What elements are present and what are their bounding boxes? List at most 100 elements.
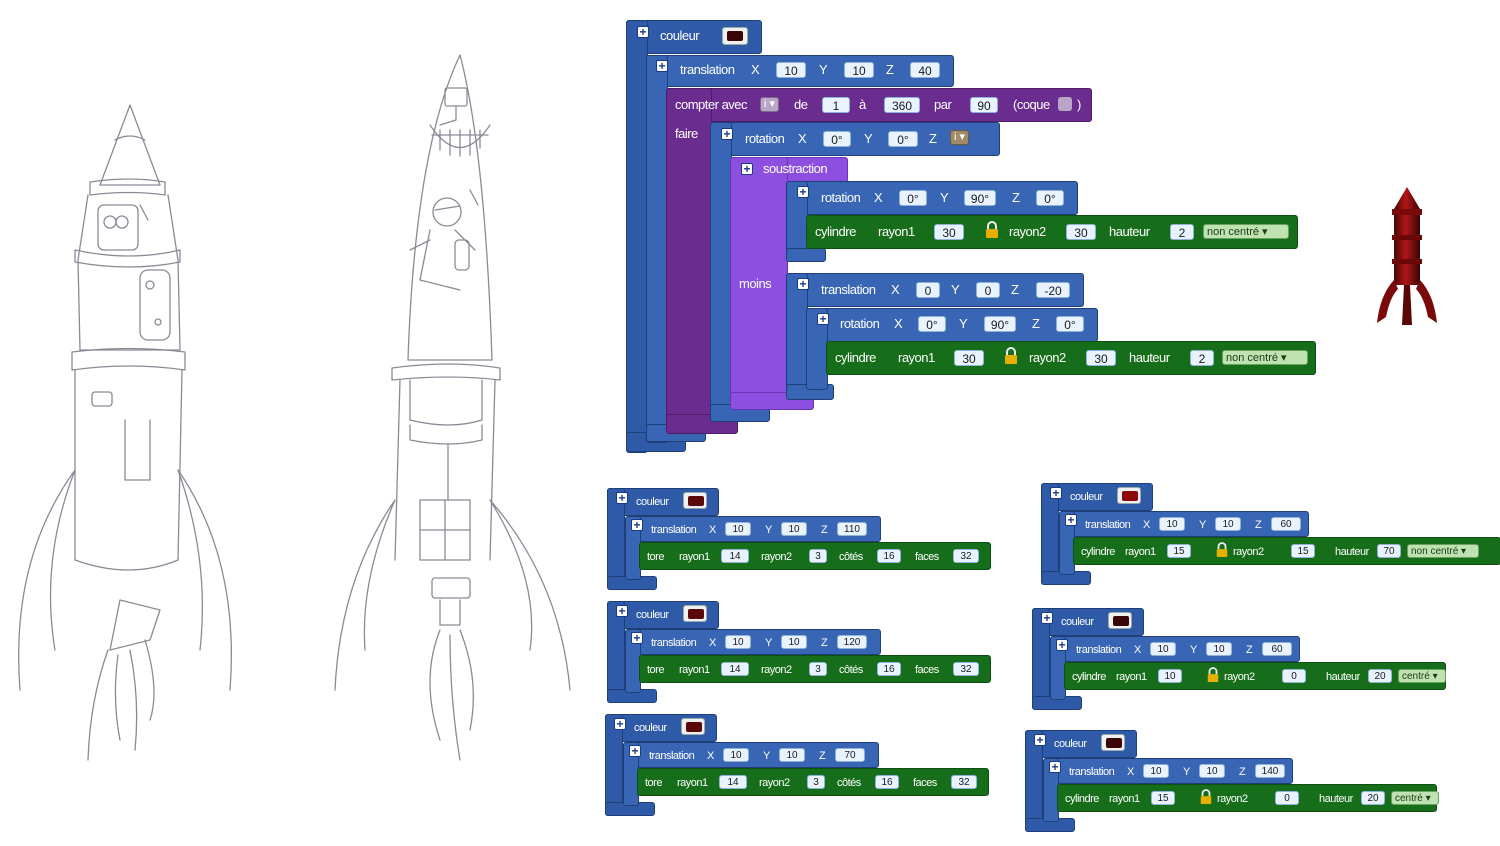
cyl-param-input[interactable]: 0: [1275, 791, 1299, 805]
expand-plus-icon[interactable]: +: [631, 519, 643, 531]
coord-input[interactable]: 10: [1206, 642, 1232, 656]
coord-input[interactable]: 10: [781, 522, 807, 536]
rotation-x-input[interactable]: 0°: [918, 316, 946, 332]
expand-plus-icon[interactable]: +: [797, 186, 809, 198]
cyl-param-input[interactable]: 20: [1361, 791, 1385, 805]
color-swatch[interactable]: [1101, 734, 1125, 751]
translation-z-input[interactable]: -20: [1036, 282, 1070, 298]
translation-block[interactable]: [1050, 636, 1300, 662]
tore-param-input[interactable]: 32: [953, 662, 979, 676]
coord-input[interactable]: 60: [1271, 517, 1301, 531]
lock-icon[interactable]: [1206, 667, 1220, 683]
tore-param-input[interactable]: 14: [719, 775, 747, 789]
rayon2-input[interactable]: 30: [1066, 224, 1096, 240]
coord-input[interactable]: 10: [779, 748, 805, 762]
expand-plus-icon[interactable]: +: [1056, 639, 1068, 651]
coord-input[interactable]: 10: [1150, 642, 1176, 656]
rotation-block[interactable]: [786, 181, 1078, 215]
tore-param-input[interactable]: 16: [877, 662, 901, 676]
lock-icon[interactable]: [1199, 789, 1213, 805]
tore-param-input[interactable]: 32: [951, 775, 977, 789]
expand-plus-icon[interactable]: +: [1034, 734, 1046, 746]
expand-plus-icon[interactable]: +: [629, 745, 641, 757]
color-swatch[interactable]: [1117, 487, 1141, 504]
coord-input[interactable]: 10: [725, 635, 751, 649]
expand-plus-icon[interactable]: +: [616, 605, 628, 617]
translation-y-input[interactable]: 0: [976, 282, 1000, 298]
tore-param-input[interactable]: 3: [809, 549, 827, 563]
expand-plus-icon[interactable]: +: [1041, 612, 1053, 624]
translation-x-input[interactable]: 10: [776, 62, 806, 78]
cyl-param-input[interactable]: 70: [1377, 544, 1401, 558]
color-swatch[interactable]: [683, 605, 707, 622]
loop-step-input[interactable]: 90: [970, 97, 998, 113]
coord-input[interactable]: 60: [1262, 642, 1292, 656]
tore-param-input[interactable]: 16: [875, 775, 899, 789]
loop-from-input[interactable]: 1: [822, 97, 850, 113]
rotation-z-var[interactable]: i ▾: [950, 130, 970, 145]
rayon1-input[interactable]: 30: [954, 350, 984, 366]
loop-block[interactable]: [666, 88, 1092, 122]
color-swatch[interactable]: [1108, 612, 1132, 629]
coord-input[interactable]: 120: [837, 635, 867, 649]
expand-plus-icon[interactable]: +: [1049, 761, 1061, 773]
tore-param-input[interactable]: 16: [877, 549, 901, 563]
rotation-y-input[interactable]: 90°: [984, 316, 1016, 332]
cyl-param-input[interactable]: 0: [1282, 669, 1306, 683]
loop-to-input[interactable]: 360: [884, 97, 920, 113]
loop-var-dropdown[interactable]: i ▾: [760, 97, 780, 112]
coord-input[interactable]: 140: [1255, 764, 1285, 778]
rayon2-input[interactable]: 30: [1086, 350, 1116, 366]
tore-param-input[interactable]: 3: [807, 775, 825, 789]
coord-input[interactable]: 110: [837, 522, 867, 536]
coord-input[interactable]: 70: [835, 748, 865, 762]
hauteur-input[interactable]: 2: [1170, 224, 1194, 240]
coord-input[interactable]: 10: [781, 635, 807, 649]
expand-plus-icon[interactable]: +: [721, 128, 733, 140]
tore-param-input[interactable]: 3: [809, 662, 827, 676]
expand-plus-icon[interactable]: +: [656, 60, 668, 72]
cyl-param-input[interactable]: 15: [1291, 544, 1315, 558]
lock-icon[interactable]: [984, 221, 1000, 239]
expand-plus-icon[interactable]: +: [614, 718, 626, 730]
center-mode-dropdown[interactable]: non centré ▾: [1407, 544, 1479, 558]
color-swatch[interactable]: [722, 27, 748, 45]
expand-plus-icon[interactable]: +: [1050, 487, 1062, 499]
lock-icon[interactable]: [1003, 347, 1019, 365]
coord-input[interactable]: 10: [1199, 764, 1225, 778]
cyl-param-input[interactable]: 15: [1167, 544, 1191, 558]
tore-param-input[interactable]: 14: [721, 549, 749, 563]
cyl-param-input[interactable]: 20: [1368, 669, 1392, 683]
translation-x-input[interactable]: 0: [916, 282, 940, 298]
coque-toggle[interactable]: [1058, 97, 1072, 111]
rayon1-input[interactable]: 30: [934, 224, 964, 240]
cyl-param-input[interactable]: 15: [1151, 791, 1175, 805]
translation-block[interactable]: [1059, 511, 1309, 537]
expand-plus-icon[interactable]: +: [1065, 514, 1077, 526]
color-swatch[interactable]: [683, 492, 707, 509]
rotation-y-input[interactable]: 90°: [964, 190, 996, 206]
hauteur-input[interactable]: 2: [1190, 350, 1214, 366]
translation-y-input[interactable]: 10: [844, 62, 874, 78]
center-mode-dropdown[interactable]: centré ▾: [1391, 791, 1439, 805]
rotation-z-input[interactable]: 0°: [1056, 316, 1084, 332]
expand-plus-icon[interactable]: +: [797, 278, 809, 290]
coord-input[interactable]: 10: [723, 748, 749, 762]
coord-input[interactable]: 10: [1215, 517, 1241, 531]
expand-plus-icon[interactable]: +: [817, 313, 829, 325]
translation-block[interactable]: [625, 516, 881, 542]
expand-plus-icon[interactable]: +: [637, 26, 649, 38]
center-mode-dropdown[interactable]: non centré ▾: [1222, 350, 1308, 365]
expand-plus-icon[interactable]: +: [631, 632, 643, 644]
lock-icon[interactable]: [1215, 542, 1229, 558]
center-mode-dropdown[interactable]: centré ▾: [1398, 669, 1446, 683]
cyl-param-input[interactable]: 10: [1158, 669, 1182, 683]
tore-param-input[interactable]: 32: [953, 549, 979, 563]
coord-input[interactable]: 10: [1159, 517, 1185, 531]
tore-param-input[interactable]: 14: [721, 662, 749, 676]
cylindre-block[interactable]: [826, 341, 1316, 375]
rotation-x-input[interactable]: 0°: [899, 190, 927, 206]
expand-plus-icon[interactable]: +: [741, 163, 753, 175]
center-mode-dropdown[interactable]: non centré ▾: [1203, 224, 1289, 239]
coord-input[interactable]: 10: [725, 522, 751, 536]
